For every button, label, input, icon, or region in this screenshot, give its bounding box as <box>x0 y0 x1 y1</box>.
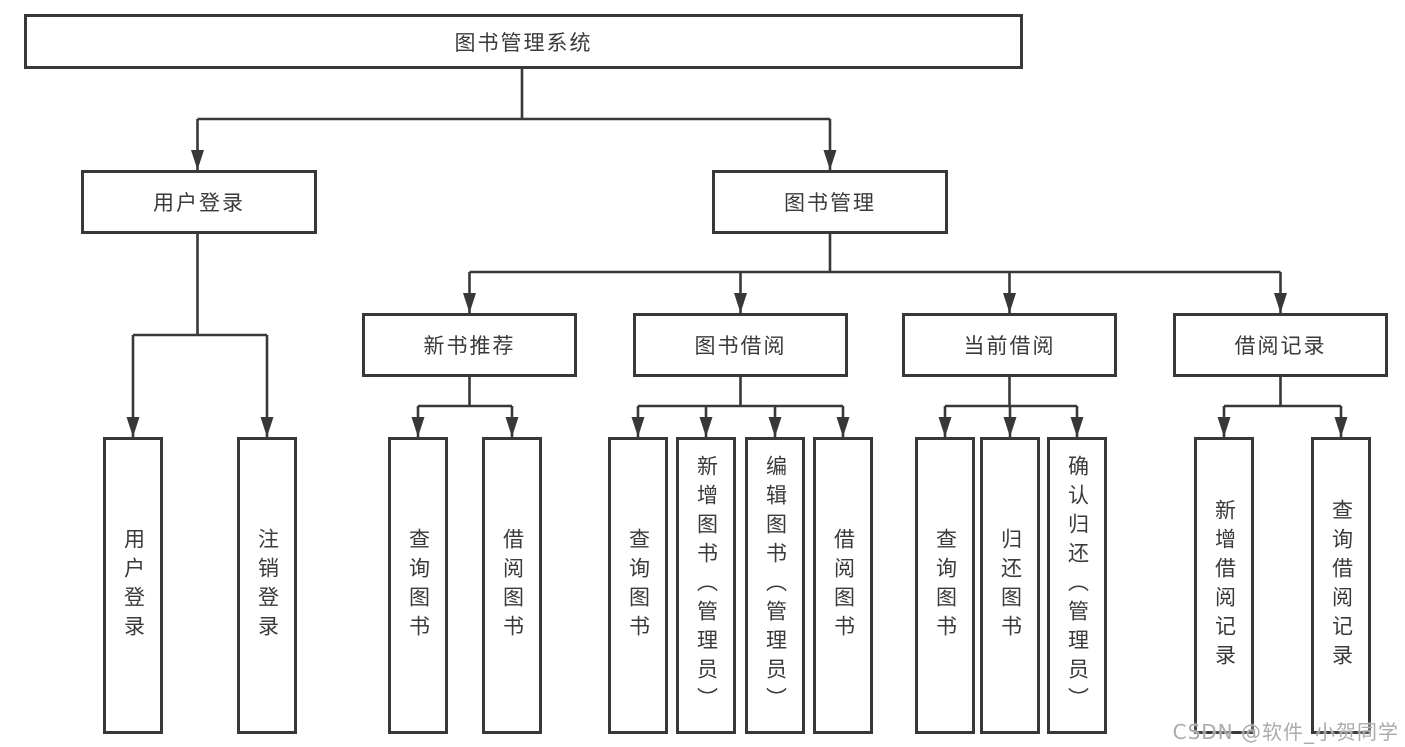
leaf-br-add-borrow-record: 新增借阅记录 <box>1194 437 1254 734</box>
connector-book-borrow-children <box>631 377 850 437</box>
leaf-bb-add-books-admin: 新增图书（管理员） <box>676 437 736 734</box>
connector-borrow-records-children <box>1217 377 1348 437</box>
node-label: 用户登录 <box>121 527 146 644</box>
leaf-bb-edit-books-admin: 编辑图书（管理员） <box>745 437 805 734</box>
node-label: 借阅图书 <box>831 527 856 644</box>
leaf-user-login: 用户登录 <box>103 437 163 734</box>
node-label: 新增借阅记录 <box>1212 498 1237 673</box>
leaf-br-query-borrow-record: 查询借阅记录 <box>1311 437 1371 734</box>
node-new-book-recommend: 新书推荐 <box>362 313 577 377</box>
node-label: 查询图书 <box>626 527 651 644</box>
node-label: 图书管理 <box>784 191 876 215</box>
node-label: 图书管理系统 <box>454 30 593 55</box>
node-label: 编辑图书（管理员） <box>763 455 788 716</box>
node-label: 借阅图书 <box>500 527 525 644</box>
leaf-nbr-borrow-books: 借阅图书 <box>482 437 542 734</box>
connector-root-to-level2 <box>191 69 837 170</box>
connector-user-login-children <box>126 234 274 437</box>
node-label: 注销登录 <box>255 527 280 644</box>
node-label: 查询借阅记录 <box>1329 498 1354 673</box>
node-label: 查询图书 <box>406 527 431 644</box>
node-book-borrow: 图书借阅 <box>633 313 848 377</box>
node-current-borrow: 当前借阅 <box>902 313 1117 377</box>
connector-current-borrow-children <box>938 377 1084 437</box>
connector-new-book-recommend-children <box>411 377 519 437</box>
node-label: 新书推荐 <box>423 334 516 358</box>
node-borrow-records: 借阅记录 <box>1173 313 1388 377</box>
leaf-cb-return-books: 归还图书 <box>980 437 1040 734</box>
node-label: 当前借阅 <box>963 334 1056 358</box>
node-label: 借阅记录 <box>1234 334 1327 358</box>
node-label: 新增图书（管理员） <box>694 455 719 716</box>
csdn-watermark: CSDN @软件_小贺同学 <box>1172 720 1399 744</box>
node-label: 查询图书 <box>933 527 958 644</box>
leaf-nbr-query-books: 查询图书 <box>388 437 448 734</box>
leaf-bb-query-books: 查询图书 <box>608 437 668 734</box>
leaf-bb-borrow-books: 借阅图书 <box>813 437 873 734</box>
node-label: 确认归还（管理员） <box>1065 455 1090 716</box>
node-label: 图书借阅 <box>694 334 787 358</box>
leaf-cb-query-books: 查询图书 <box>915 437 975 734</box>
leaf-logout-login: 注销登录 <box>237 437 297 734</box>
node-label: 归还图书 <box>998 527 1023 644</box>
node-label: 用户登录 <box>153 191 245 215</box>
connector-book-management-children <box>463 234 1287 313</box>
node-library-management-system: 图书管理系统 <box>24 14 1023 69</box>
leaf-cb-confirm-return-admin: 确认归还（管理员） <box>1047 437 1107 734</box>
node-book-management: 图书管理 <box>712 170 948 234</box>
node-user-login: 用户登录 <box>81 170 317 234</box>
